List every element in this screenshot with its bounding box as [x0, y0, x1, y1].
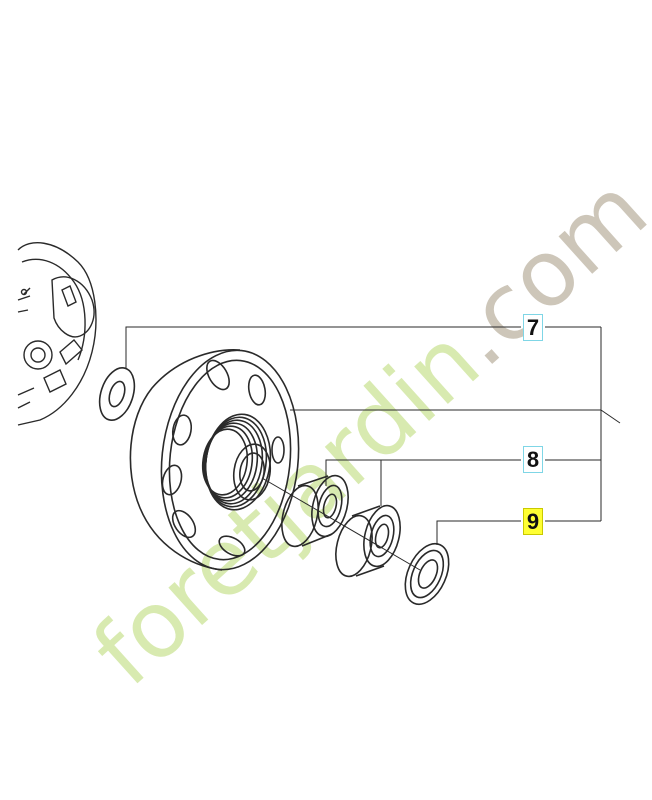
engine-housing: [17, 242, 97, 426]
callout-7[interactable]: 7: [523, 314, 543, 341]
callout-8[interactable]: 8: [523, 446, 543, 473]
clutch-drum: [129, 349, 300, 571]
bearing-1: [281, 474, 349, 548]
bearing-2: [335, 504, 401, 578]
washer-9: [404, 542, 450, 606]
svg-text:foretjardin.com: foretjardin.com: [73, 156, 652, 706]
leader-lines: [125, 326, 621, 545]
watermark-logo: foretjardin.com: [73, 156, 652, 706]
callout-9[interactable]: 9: [523, 508, 543, 535]
thrust-washer: [98, 367, 136, 421]
